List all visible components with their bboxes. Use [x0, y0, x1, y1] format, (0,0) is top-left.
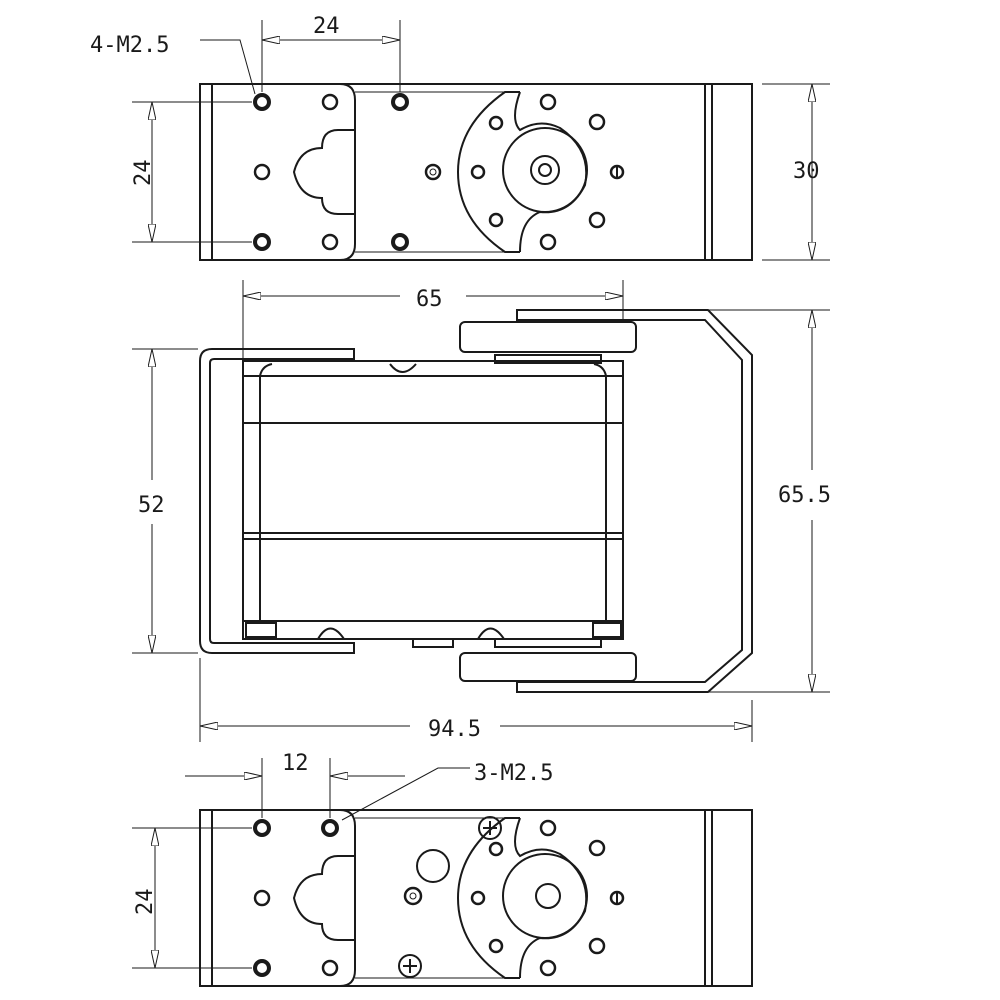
bottom-horn-hub [502, 853, 588, 939]
front-dim-bracket-height: 65.5 [778, 483, 831, 508]
bottom-view-body [199, 809, 753, 987]
top-dim-height: 30 [793, 159, 820, 184]
bottom-mount-hole [321, 819, 339, 837]
bottom-screw [478, 816, 502, 840]
front-dim-total-length: 94.5 [428, 717, 481, 742]
top-mount-hole [253, 93, 271, 111]
bottom-u-slot [292, 855, 355, 941]
front-view: 65 52 65.5 94.5 [132, 280, 831, 742]
front-bottom-horn [459, 652, 637, 682]
top-mount-hole [391, 233, 409, 251]
bottom-dim-vertical: 24 [133, 889, 158, 916]
top-horn-hub [502, 127, 588, 213]
top-mount-hole [253, 233, 271, 251]
top-hole-callout: 4-M2.5 [90, 33, 169, 58]
top-servo-horn [456, 91, 520, 253]
bottom-hole-callout: 3-M2.5 [474, 761, 553, 786]
top-view-body [199, 83, 753, 261]
bottom-servo-horn [456, 817, 520, 979]
front-left-bracket [199, 348, 355, 654]
top-dim-horizontal: 24 [313, 14, 340, 39]
top-dim-vertical: 24 [131, 160, 156, 187]
front-dim-horn-center: 65 [416, 287, 443, 312]
front-dim-body-height: 52 [138, 493, 165, 518]
bottom-dim-horizontal: 12 [282, 751, 309, 776]
top-view: 4-M2.5 24 24 30 [90, 14, 830, 261]
bottom-view: 12 3-M2.5 24 [132, 751, 753, 987]
top-u-slot [292, 129, 355, 215]
top-dimensions [132, 20, 830, 261]
bottom-mount-hole [253, 819, 271, 837]
front-dimensions [132, 280, 830, 742]
bottom-large-hole [416, 849, 450, 883]
bottom-screw [398, 954, 422, 978]
front-servo-body [242, 354, 624, 648]
bottom-dimensions [132, 758, 470, 969]
front-right-bracket [516, 309, 753, 693]
bottom-mount-hole [253, 959, 271, 977]
front-top-horn [459, 321, 637, 353]
top-mount-hole [391, 93, 409, 111]
